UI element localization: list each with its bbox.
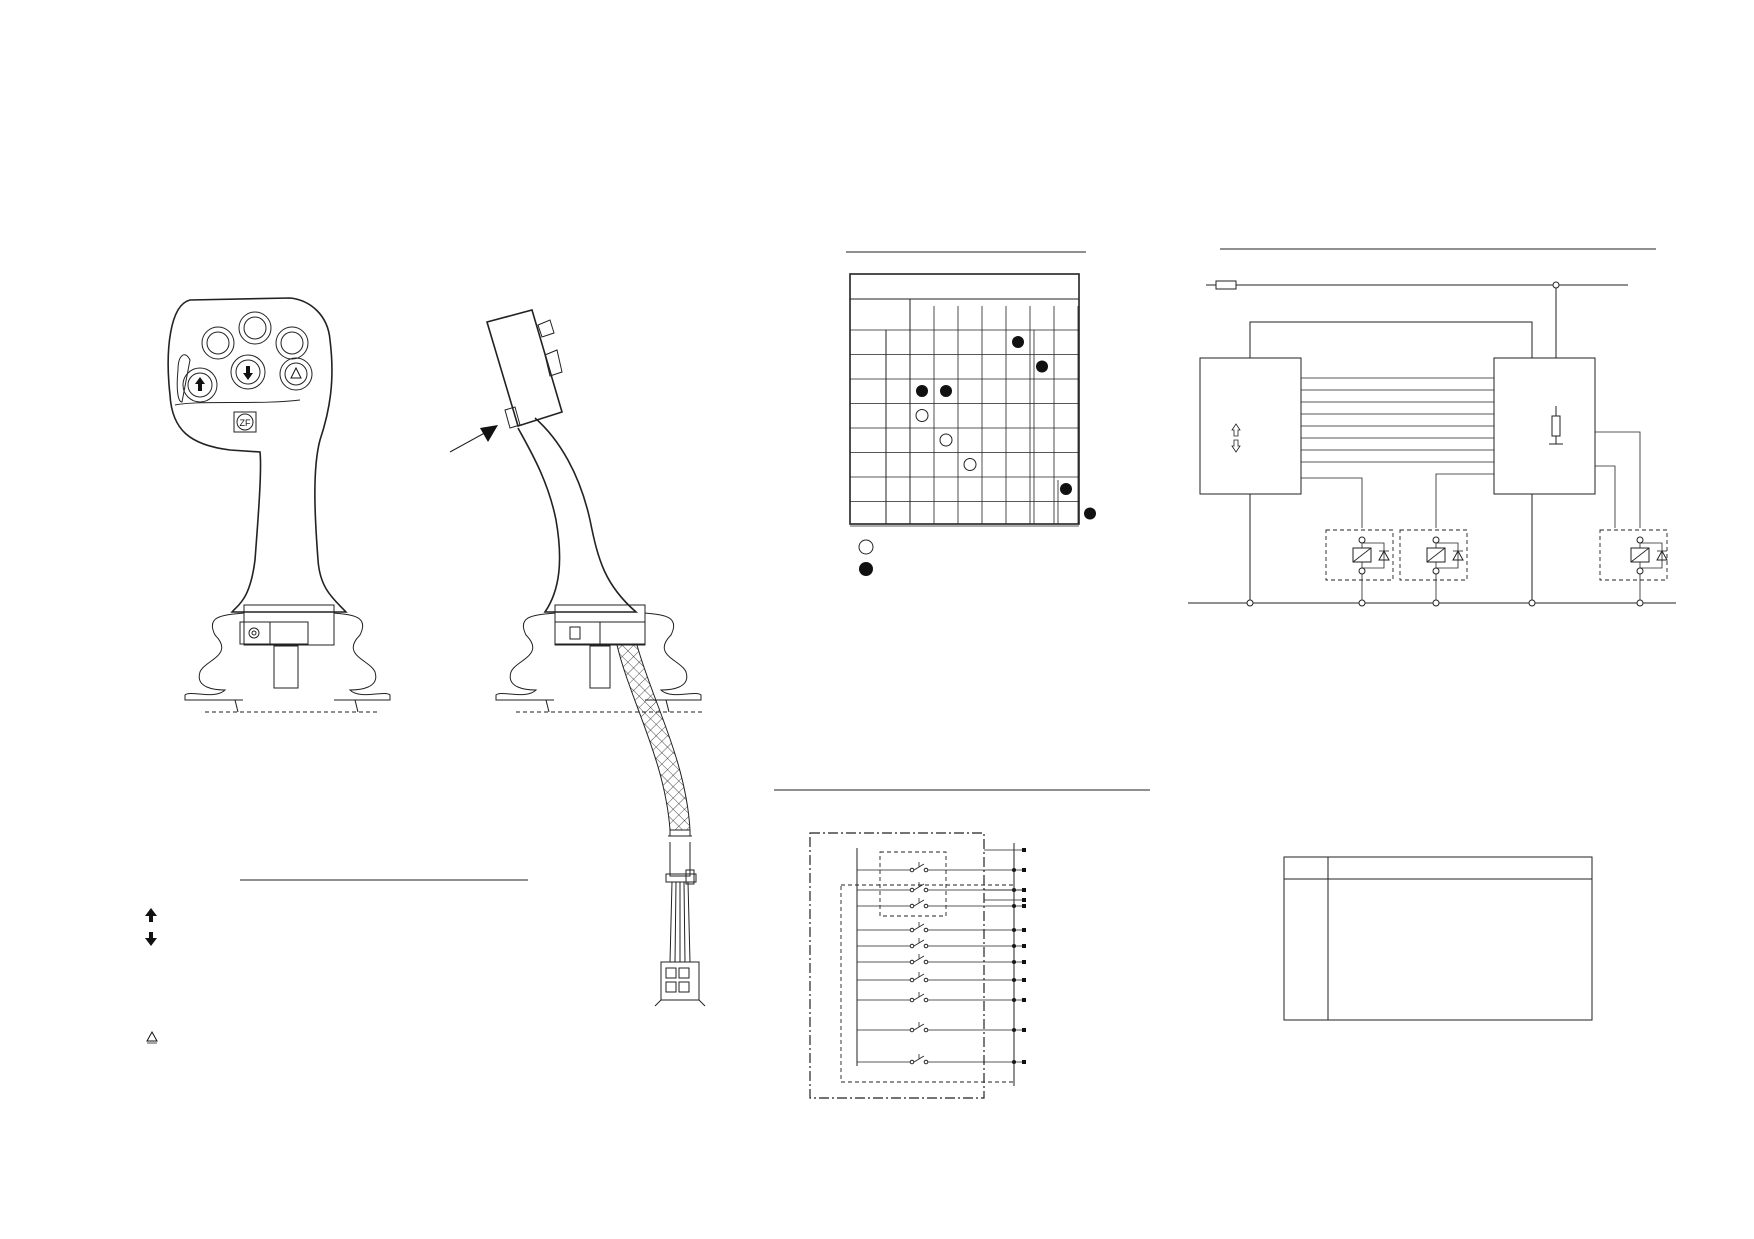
matrix-mark-filled — [916, 385, 928, 397]
terminal-pin — [1022, 868, 1026, 872]
switch-contact — [857, 992, 1026, 1003]
terminal-pin — [1022, 960, 1026, 964]
switch-contact — [857, 862, 1026, 873]
switch-contact — [857, 1022, 1026, 1033]
empty-info-table — [1283, 856, 1593, 1021]
warning-icon — [290, 366, 302, 379]
logo-badge — [233, 411, 257, 433]
switch-contact — [857, 972, 1026, 983]
legend-filled-dot — [859, 562, 873, 576]
matrix-mark-filled — [1012, 336, 1024, 348]
direction-arrow-icon — [480, 425, 498, 442]
matrix-mark-open — [939, 433, 953, 447]
control-unit-right — [1493, 357, 1596, 495]
matrix-mark-open — [915, 409, 929, 422]
terminal-pin — [1022, 998, 1026, 1002]
block-circuit-diagram — [1188, 248, 1676, 607]
terminal-pin — [1022, 928, 1026, 932]
matrix-mark-open — [963, 458, 977, 471]
arrow-down-icon — [243, 366, 253, 380]
matrix-mark-filled — [1084, 507, 1096, 520]
switch-contact — [857, 898, 1026, 909]
relay-module — [1399, 529, 1468, 607]
relay-module — [1599, 529, 1668, 607]
terminal-pin — [1022, 904, 1026, 908]
matrix-mark-filled — [940, 385, 952, 397]
arrow-up-icon — [195, 377, 205, 391]
switch-wiring-schematic — [774, 789, 1150, 1099]
connector-plug — [660, 961, 700, 1001]
switch-contact — [857, 882, 1026, 893]
logo-badge-text: ZF — [240, 418, 251, 428]
terminal-pin — [1022, 1028, 1026, 1032]
switch-contact — [857, 1054, 1026, 1065]
switch-contact — [857, 938, 1026, 949]
terminal-pin — [1022, 1060, 1026, 1064]
legend-arrow-up-icon — [145, 908, 157, 922]
joystick-front-view: ZF — [167, 297, 391, 713]
matrix-mark-filled — [1036, 360, 1048, 373]
legend-warning-icon — [146, 1030, 158, 1042]
fuse — [1215, 280, 1237, 290]
icon-legend — [145, 879, 528, 1044]
joystick-side-view — [449, 309, 706, 1007]
matrix-mark-filled — [1060, 483, 1072, 495]
switch-matrix — [846, 251, 1096, 576]
switch-contact — [857, 954, 1026, 965]
terminal-pin — [1022, 944, 1026, 948]
switch-contact — [857, 922, 1026, 933]
control-unit-left — [1199, 357, 1302, 495]
legend-arrow-down-icon — [145, 932, 157, 946]
legend-open-dot — [858, 539, 874, 555]
terminal-pin — [1022, 978, 1026, 982]
relay-module — [1325, 529, 1394, 607]
